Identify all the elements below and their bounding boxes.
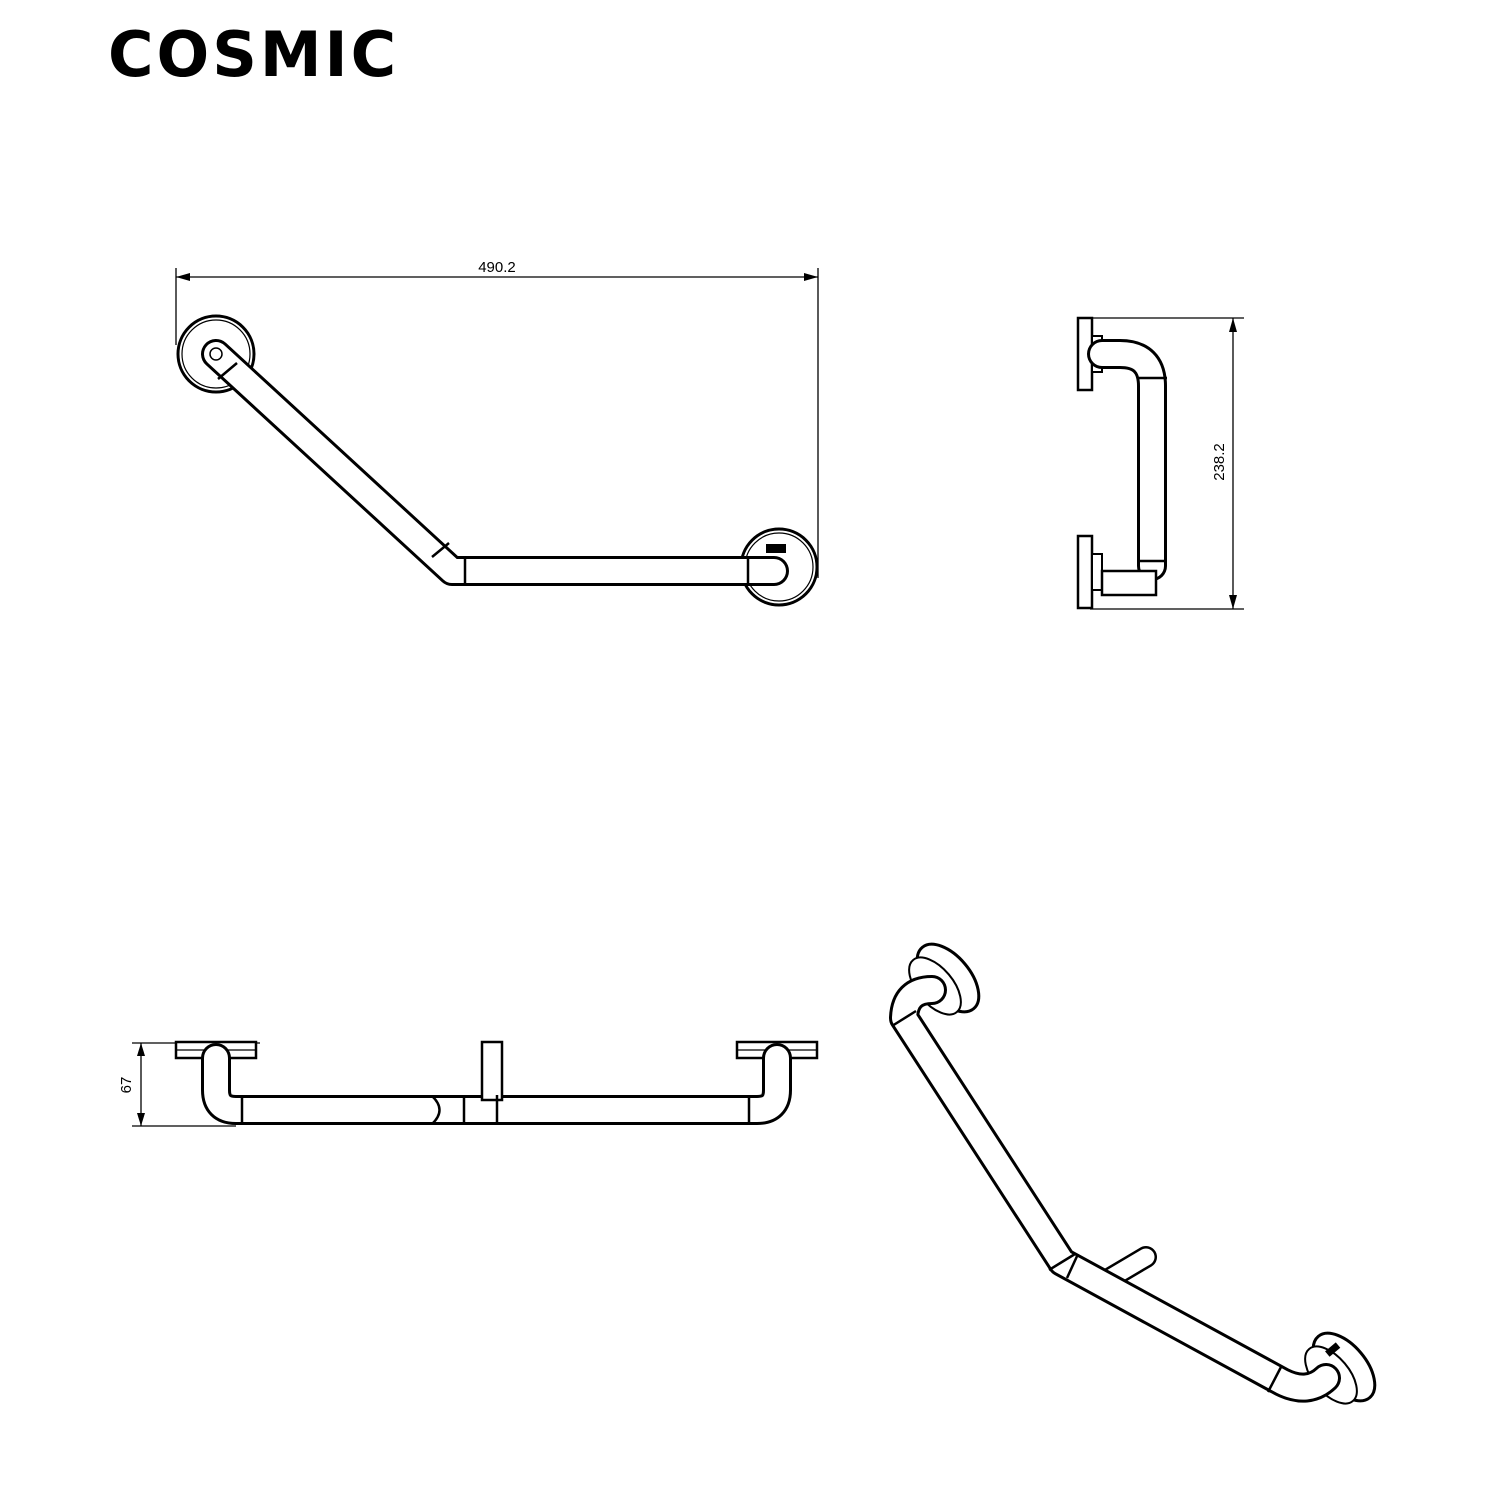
side-tube — [1087, 339, 1167, 597]
wall-flange-bottom — [1076, 534, 1103, 610]
iso-tube — [889, 975, 1341, 1403]
projection-dimension-label: 67 — [118, 1077, 135, 1094]
height-dimension: 238.2 — [1090, 317, 1244, 610]
center-post — [480, 1040, 504, 1124]
side-view: 238.2 — [1076, 316, 1244, 610]
brand-logo: COSMIC — [108, 18, 400, 91]
height-dimension-label: 238.2 — [1211, 443, 1228, 481]
width-dimension-label: 490.2 — [478, 259, 516, 276]
width-dimension: 490.2 — [175, 259, 819, 578]
top-view: 67 — [118, 1040, 819, 1127]
grab-bar-tube — [201, 339, 789, 586]
isometric-view — [889, 942, 1377, 1405]
front-view: 490.2 — [175, 259, 819, 607]
